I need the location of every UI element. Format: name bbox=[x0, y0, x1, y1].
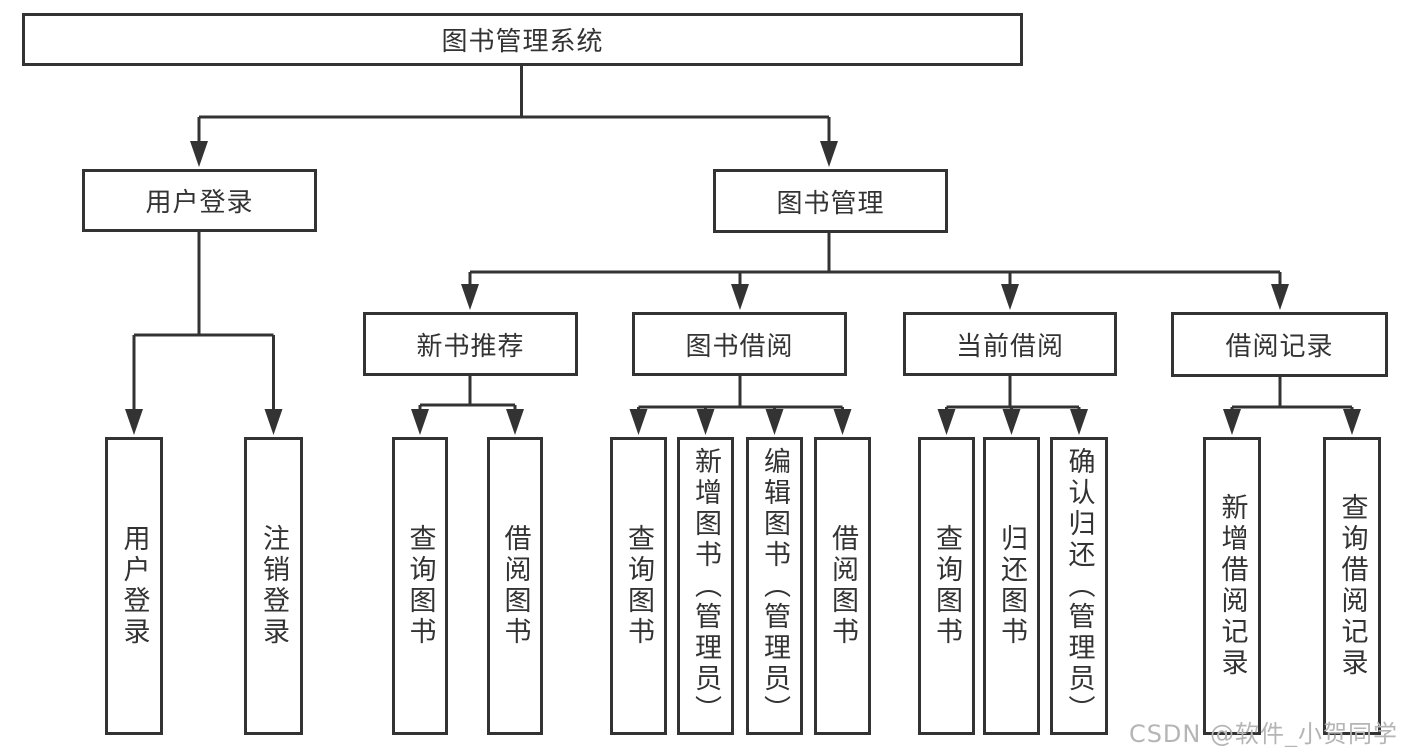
leaf-logout: 注销登录 bbox=[244, 437, 303, 735]
leaf-label: 查询图书 bbox=[931, 524, 962, 648]
leaf-label: 确认归还（管理员） bbox=[1063, 446, 1095, 726]
leaf-label: 注销登录 bbox=[258, 524, 289, 648]
node-new-book-recommend: 新书推荐 bbox=[363, 312, 578, 376]
leaf-label: 借阅图书 bbox=[827, 524, 858, 648]
node-borrow-records: 借阅记录 bbox=[1171, 312, 1388, 377]
leaf-label: 查询借阅记录 bbox=[1336, 493, 1368, 679]
leaf-borrow-books-borrow: 借阅图书 bbox=[814, 437, 871, 735]
leaf-return-books: 归还图书 bbox=[983, 437, 1040, 735]
leaf-query-borrow-record: 查询借阅记录 bbox=[1323, 437, 1381, 735]
leaf-query-books-recommend: 查询图书 bbox=[392, 437, 448, 735]
leaf-add-book-admin: 新增图书（管理员） bbox=[677, 437, 734, 735]
leaf-user-login: 用户登录 bbox=[105, 437, 163, 735]
watermark: CSDN @软件_小贺同学 bbox=[1128, 720, 1398, 747]
leaf-confirm-return-admin: 确认归还（管理员） bbox=[1050, 437, 1108, 735]
leaf-add-borrow-record: 新增借阅记录 bbox=[1203, 437, 1261, 735]
node-user-login: 用户登录 bbox=[82, 169, 317, 232]
leaf-label: 用户登录 bbox=[118, 524, 150, 648]
leaf-borrow-books-recommend: 借阅图书 bbox=[487, 437, 543, 735]
leaf-label: 归还图书 bbox=[996, 524, 1027, 648]
leaf-label: 编辑图书（管理员） bbox=[759, 446, 790, 726]
node-book-borrow: 图书借阅 bbox=[632, 312, 847, 376]
leaf-label: 借阅图书 bbox=[499, 524, 531, 648]
leaf-query-books-borrow: 查询图书 bbox=[610, 437, 667, 735]
node-root: 图书管理系统 bbox=[22, 13, 1023, 66]
leaf-edit-book-admin: 编辑图书（管理员） bbox=[746, 437, 803, 735]
leaf-label: 新增图书（管理员） bbox=[690, 446, 721, 726]
node-book-management: 图书管理 bbox=[713, 169, 948, 233]
leaf-label: 新增借阅记录 bbox=[1216, 493, 1248, 679]
leaf-query-books-current: 查询图书 bbox=[918, 437, 975, 735]
node-current-borrow: 当前借阅 bbox=[903, 312, 1117, 376]
leaf-label: 查询图书 bbox=[623, 524, 654, 648]
leaf-label: 查询图书 bbox=[404, 524, 436, 648]
